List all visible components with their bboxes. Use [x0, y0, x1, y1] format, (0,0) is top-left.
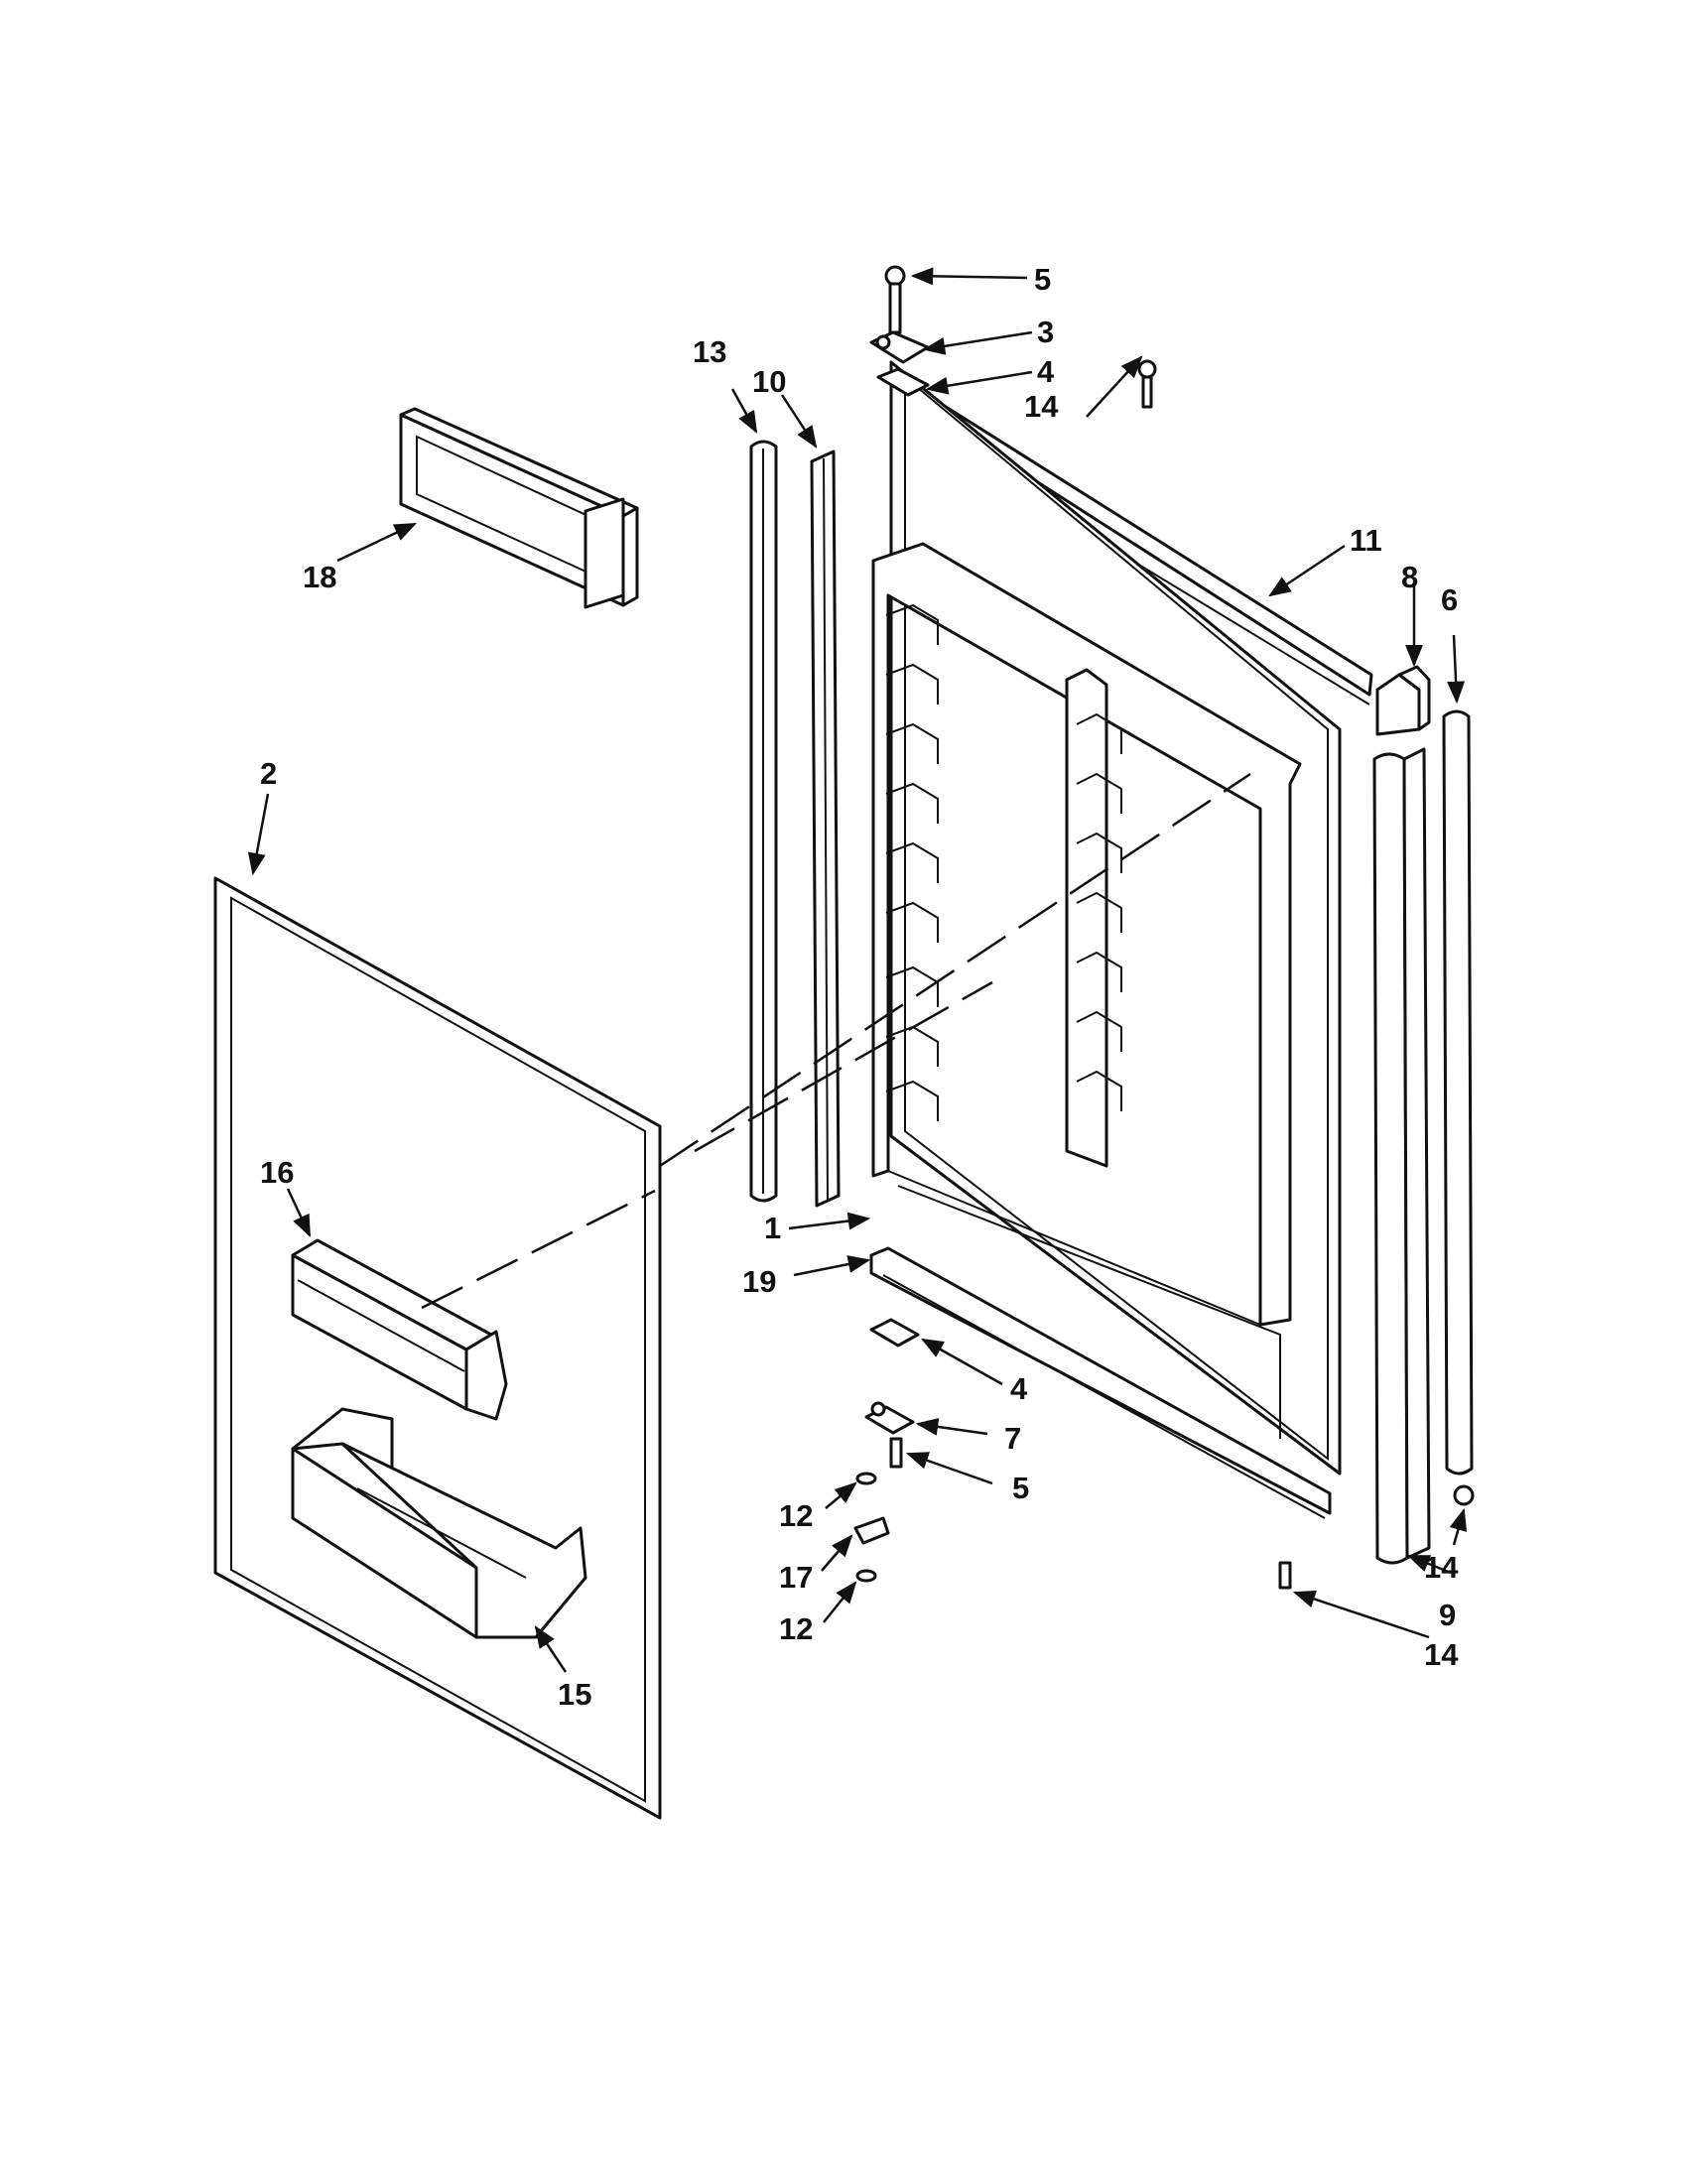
callout-16: 16 — [260, 1155, 294, 1190]
side-trim-part-9 — [1372, 747, 1431, 1565]
callout-11: 11 — [1350, 523, 1382, 558]
hinge-pin-part-17 — [853, 1516, 890, 1545]
alignment-dashes — [421, 772, 1251, 1310]
callout-7: 7 — [1004, 1421, 1021, 1456]
washer-lower-part-12 — [855, 1569, 877, 1583]
hinge-cover-part-8 — [1375, 665, 1431, 736]
callout-4-bottom: 4 — [1010, 1371, 1028, 1406]
top-hinge-part-3 — [869, 330, 930, 364]
large-door-bin-part-15 — [291, 1407, 587, 1639]
bottom-shim-part-4 — [869, 1318, 920, 1348]
leader-lines — [247, 267, 1468, 1673]
callout-18: 18 — [303, 560, 336, 594]
side-screw-part-14 — [1453, 1484, 1475, 1506]
callout-17: 17 — [779, 1560, 813, 1595]
gasket-strip-part-13 — [749, 440, 778, 1203]
callout-5-top: 5 — [1034, 262, 1051, 297]
washer-upper-part-12 — [855, 1472, 877, 1485]
liner-shelf-ridges-left — [885, 603, 939, 1121]
callout-12-lower: 12 — [779, 1611, 813, 1646]
callout-4-top: 4 — [1037, 354, 1055, 389]
callout-8: 8 — [1401, 560, 1418, 594]
callout-14-side: 14 — [1424, 1550, 1459, 1585]
callout-15: 15 — [558, 1677, 591, 1712]
callout-1: 1 — [764, 1211, 781, 1245]
callout-labels: 5 3 4 14 13 10 11 8 6 18 2 16 1 19 4 7 5… — [260, 262, 1459, 1712]
callout-13: 13 — [693, 334, 726, 369]
callout-10: 10 — [752, 364, 786, 399]
callout-6: 6 — [1441, 582, 1458, 617]
trim-strip-part-10 — [810, 450, 841, 1208]
top-screw-part-14 — [1137, 359, 1157, 409]
callout-9: 9 — [1439, 1598, 1456, 1632]
callout-5-bottom: 5 — [1012, 1471, 1029, 1505]
bottom-screw-part-5 — [889, 1437, 903, 1469]
callout-2: 2 — [260, 756, 277, 791]
bottom-screw-part-14 — [1278, 1561, 1292, 1590]
dairy-compartment-part-18 — [399, 407, 639, 609]
bottom-rail-part-19 — [869, 1246, 1332, 1519]
callout-19: 19 — [742, 1264, 776, 1299]
bottom-hinge-part-7 — [864, 1401, 915, 1435]
top-screw-part-5 — [884, 265, 906, 334]
callout-12-upper: 12 — [779, 1498, 813, 1533]
inner-door-liner-part-1 — [871, 360, 1342, 1476]
callout-14-bottom: 14 — [1424, 1637, 1459, 1672]
callout-14-top: 14 — [1024, 389, 1059, 424]
small-door-shelf-part-16 — [291, 1238, 508, 1421]
side-gasket-part-6 — [1442, 709, 1474, 1476]
liner-center-rack — [1065, 668, 1122, 1168]
callout-3: 3 — [1037, 315, 1054, 349]
